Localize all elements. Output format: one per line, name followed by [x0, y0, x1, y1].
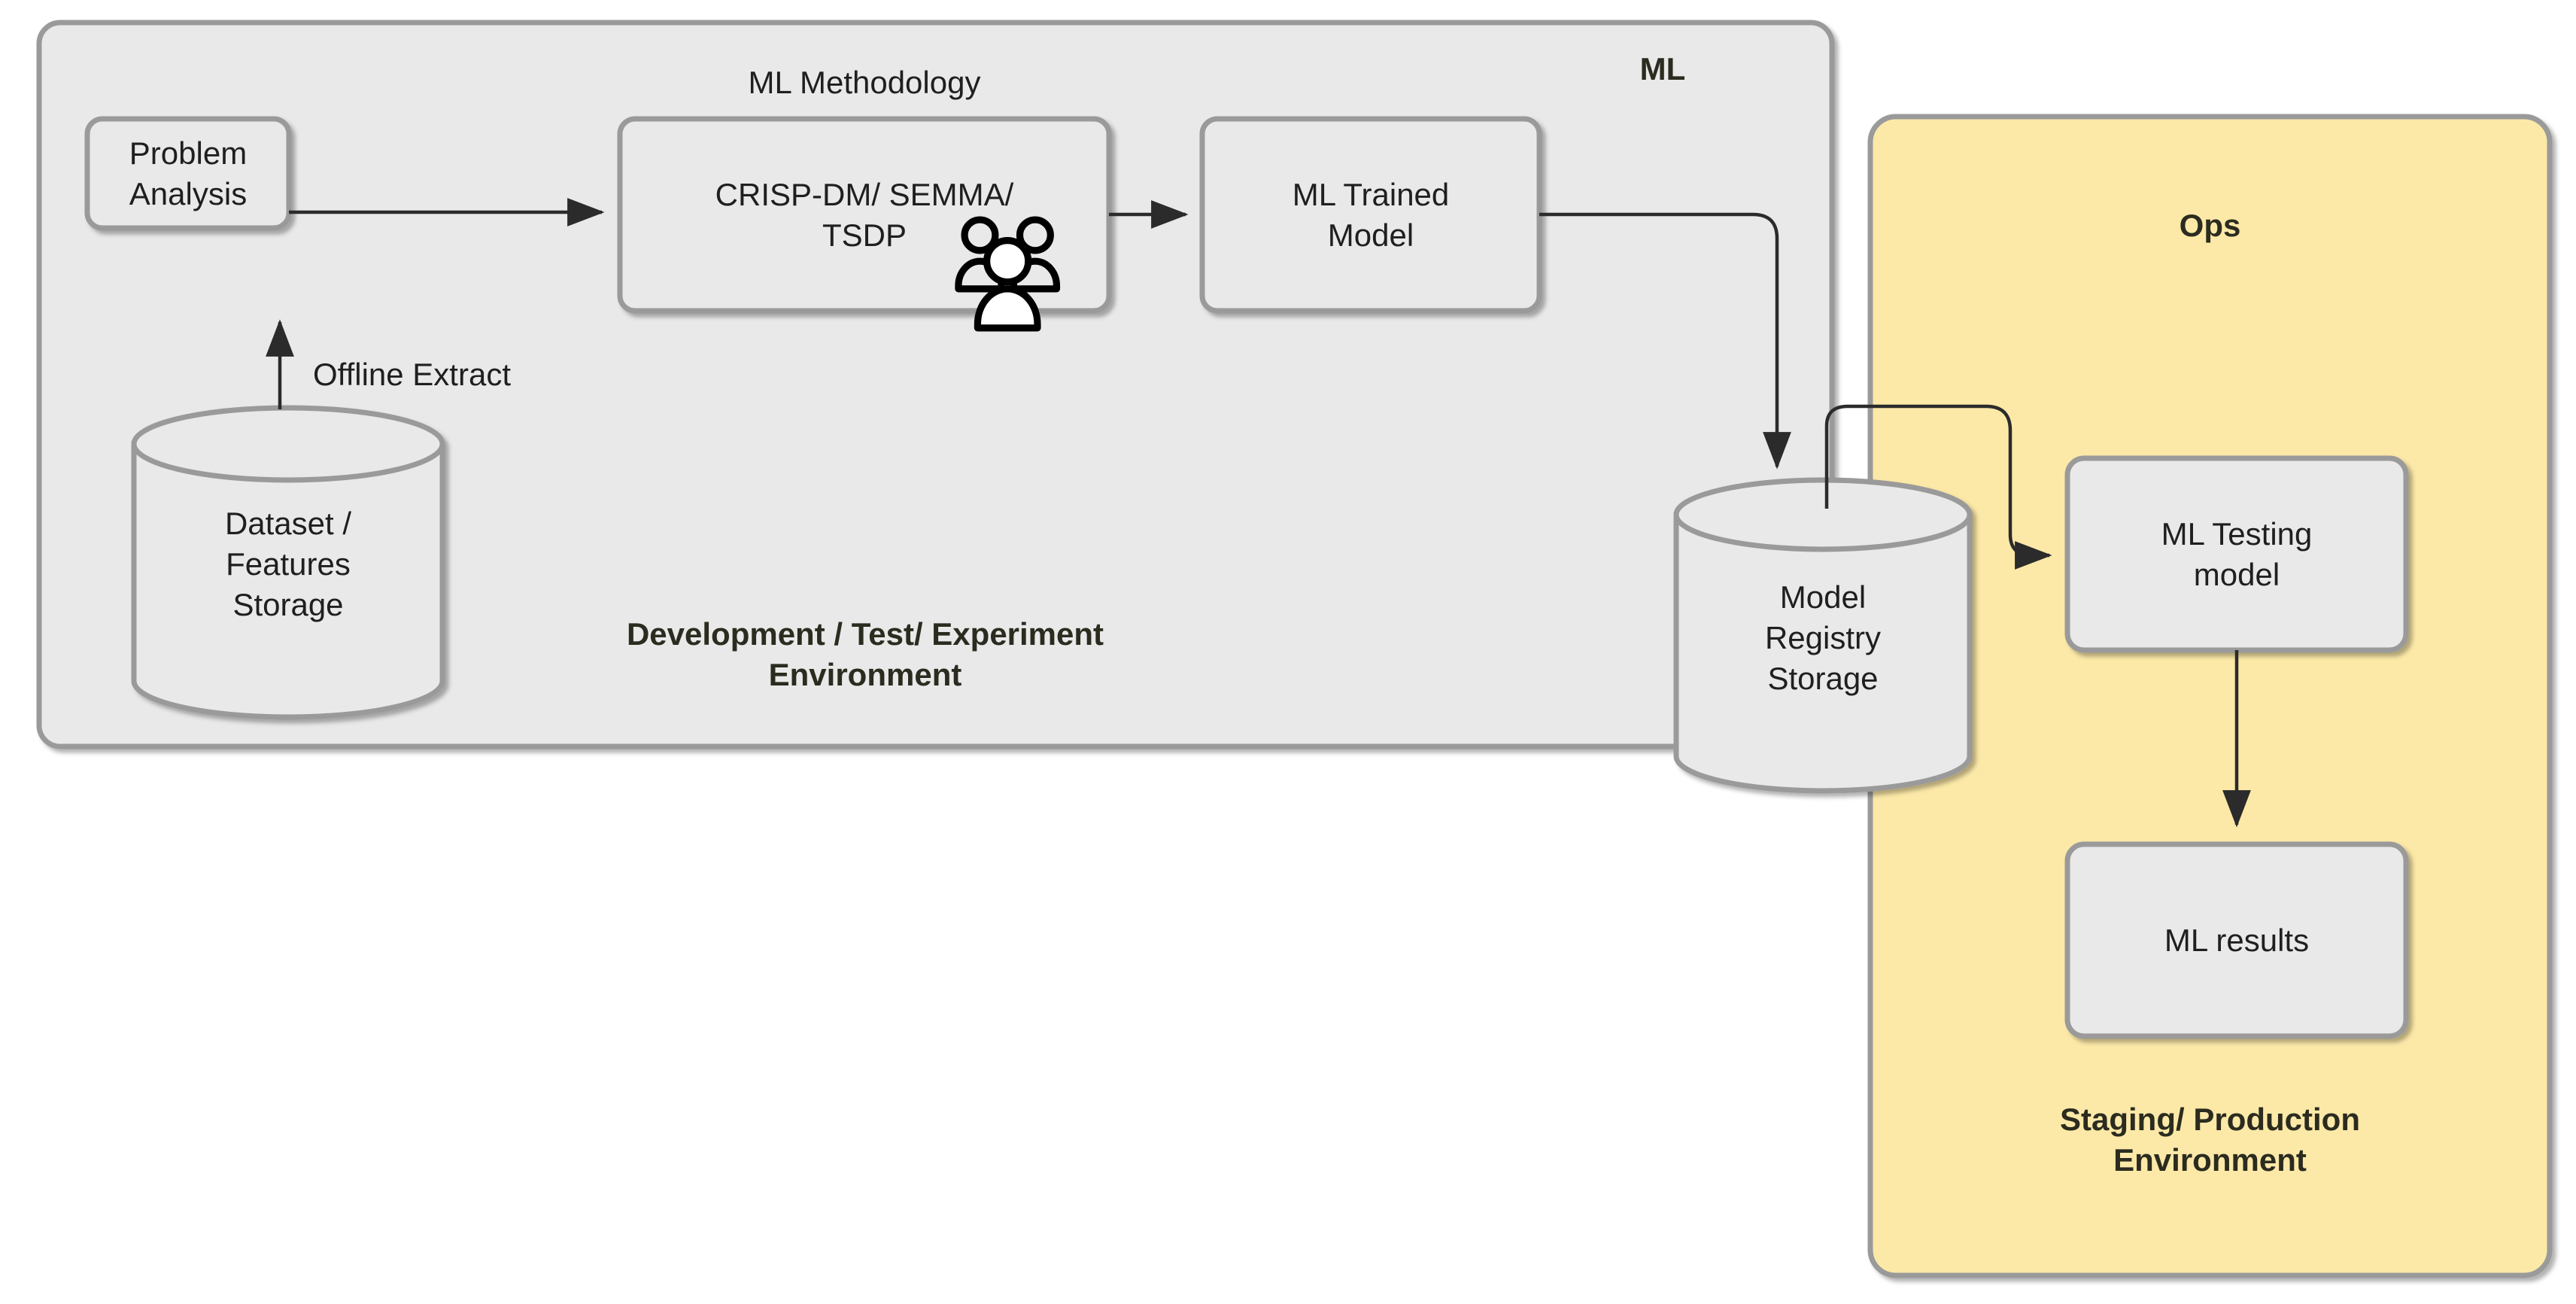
ml-results-node[interactable]	[2064, 841, 2409, 1039]
people-group-icon	[955, 216, 1061, 332]
ml-trained-model-node[interactable]	[1199, 116, 1542, 314]
edge-trained-to-registry	[1539, 212, 1791, 470]
model-registry-node[interactable]	[1673, 477, 1973, 794]
problem-analysis-node[interactable]	[84, 116, 292, 231]
ml-testing-model-node[interactable]	[2064, 455, 2409, 653]
edge-registry-to-testing	[1824, 404, 2052, 570]
ml-methodology-node[interactable]	[617, 116, 1112, 314]
dataset-storage-node[interactable]	[131, 405, 445, 720]
